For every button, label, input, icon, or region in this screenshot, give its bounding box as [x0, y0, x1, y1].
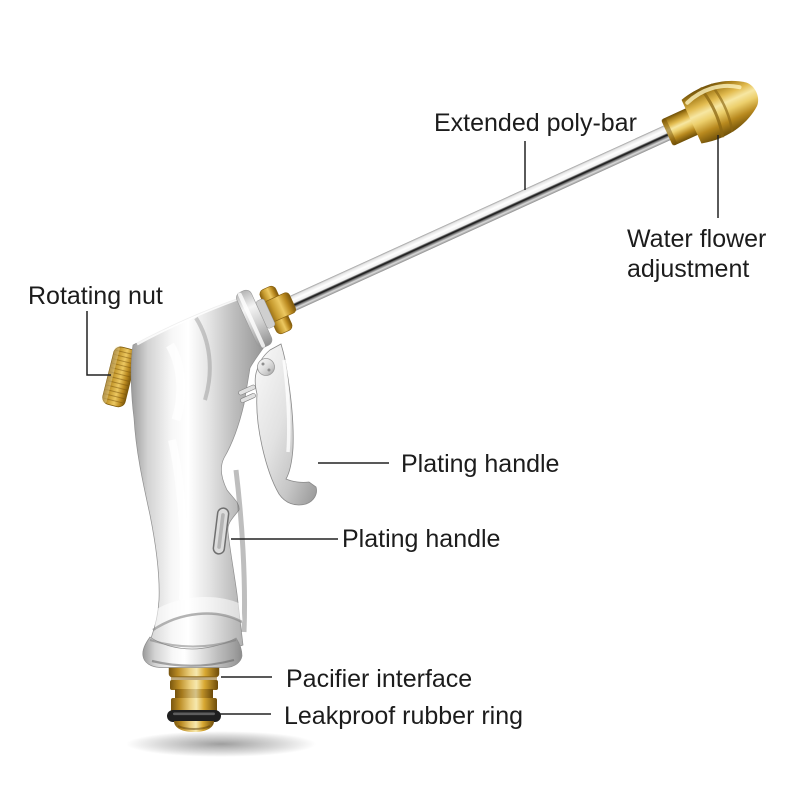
- trigger-pivot: [257, 358, 275, 376]
- wand-collar: [236, 285, 297, 348]
- label-plating-handle-safety: Plating handle: [342, 525, 501, 553]
- leader-rotating-nut: [86, 311, 111, 376]
- label-extended-poly-bar: Extended poly-bar: [434, 109, 637, 137]
- label-rotating-nut: Rotating nut: [28, 282, 163, 310]
- label-water-flower-adjustment: Water flower adjustment: [627, 224, 766, 284]
- label-plating-handle-trigger: Plating handle: [401, 450, 560, 478]
- leakproof-rubber-o-ring: [167, 710, 221, 722]
- trigger-plating-handle: [254, 343, 317, 506]
- grip-bell: [142, 636, 243, 668]
- trigger-link-pins: [238, 384, 256, 403]
- label-leakproof-rubber-ring: Leakproof rubber ring: [284, 702, 524, 730]
- label-pacifier-interface: Pacifier interface: [286, 665, 473, 693]
- safety-clip-plating-handle: [212, 507, 230, 555]
- extension-wand: [243, 80, 759, 332]
- leader-lines: [86, 135, 719, 715]
- label-water-flower-line2: adjustment: [627, 255, 750, 283]
- gun-body: [130, 296, 268, 657]
- nozzle-water-flower-adjuster: [661, 80, 759, 146]
- quick-connector-pacifier-interface: [167, 662, 221, 732]
- drop-shadow: [126, 731, 316, 757]
- label-water-flower-line1: Water flower: [627, 225, 767, 253]
